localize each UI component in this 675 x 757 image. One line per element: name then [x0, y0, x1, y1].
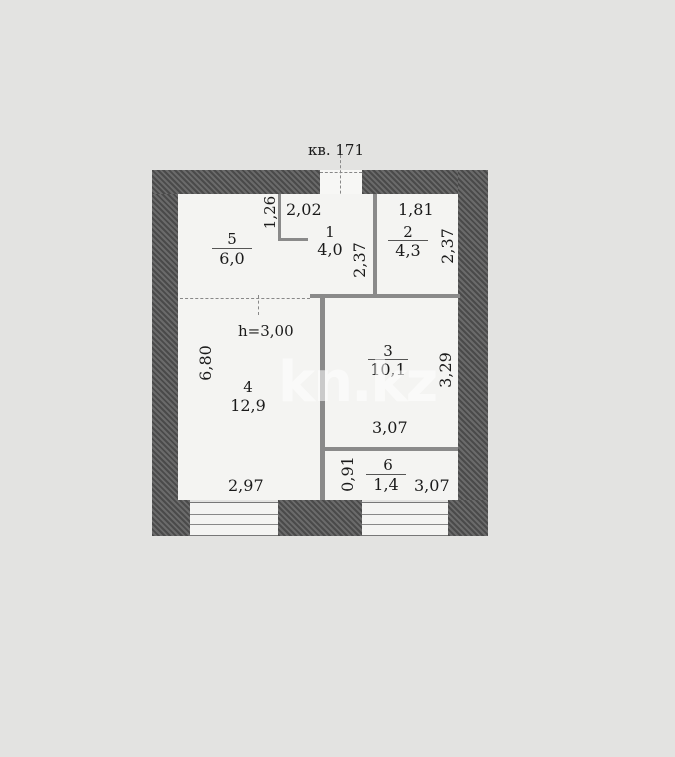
wall-bottom-left	[152, 500, 190, 536]
partition-room1-left	[278, 194, 281, 240]
room-6-area: 1,4	[366, 474, 406, 493]
wall-left	[152, 170, 178, 536]
room-1-area: 4,0	[317, 240, 343, 259]
room-4-height: 6,80	[195, 345, 215, 381]
wall-bottom-center	[278, 500, 362, 536]
window-left	[190, 502, 278, 536]
zone-divider-vertical	[258, 295, 259, 315]
apartment-label: кв. 171	[308, 141, 364, 159]
room-3-area: 10,1	[368, 359, 408, 378]
room-3-height: 3,29	[435, 352, 455, 388]
room-2-number: 2	[403, 223, 413, 241]
wall-top-left	[152, 170, 320, 194]
room-3-width: 3,07	[372, 418, 408, 437]
partition-room3-left	[320, 296, 325, 500]
room-5-dim: 1,26	[261, 195, 280, 230]
room-5-area: 6,0	[212, 248, 252, 267]
room-1-width: 2,02	[286, 200, 322, 219]
watermark: kn.kz	[278, 350, 438, 415]
entrance-line	[320, 172, 362, 173]
room-3-number: 3	[383, 342, 393, 360]
wall-right	[458, 170, 488, 536]
ceiling-height: h=3,00	[238, 322, 294, 340]
room-2-width: 1,81	[398, 200, 434, 219]
room-6-width: 3,07	[414, 476, 450, 495]
room-6-number: 6	[383, 456, 393, 474]
room-6-height: 0,91	[337, 456, 357, 492]
partition-hall-bottom	[310, 294, 460, 298]
partition-room1-2	[373, 194, 377, 296]
room-2-height: 2,37	[437, 228, 457, 264]
room-4-area: 12,9	[230, 396, 266, 415]
wall-top-right	[362, 170, 472, 194]
room-1-height: 2,37	[349, 242, 369, 278]
partition-room1-ledge	[278, 238, 308, 241]
entrance-opening	[320, 170, 362, 194]
wall-bottom-right	[448, 500, 488, 536]
window-right	[362, 502, 448, 536]
room-2-area: 4,3	[388, 240, 428, 259]
partition-room3-6	[325, 447, 458, 451]
room-1-number: 1	[325, 223, 335, 241]
room-4-number: 4	[243, 378, 253, 396]
room-5-number: 5	[227, 230, 237, 248]
zone-divider	[180, 298, 310, 299]
room-4-width: 2,97	[228, 476, 264, 495]
